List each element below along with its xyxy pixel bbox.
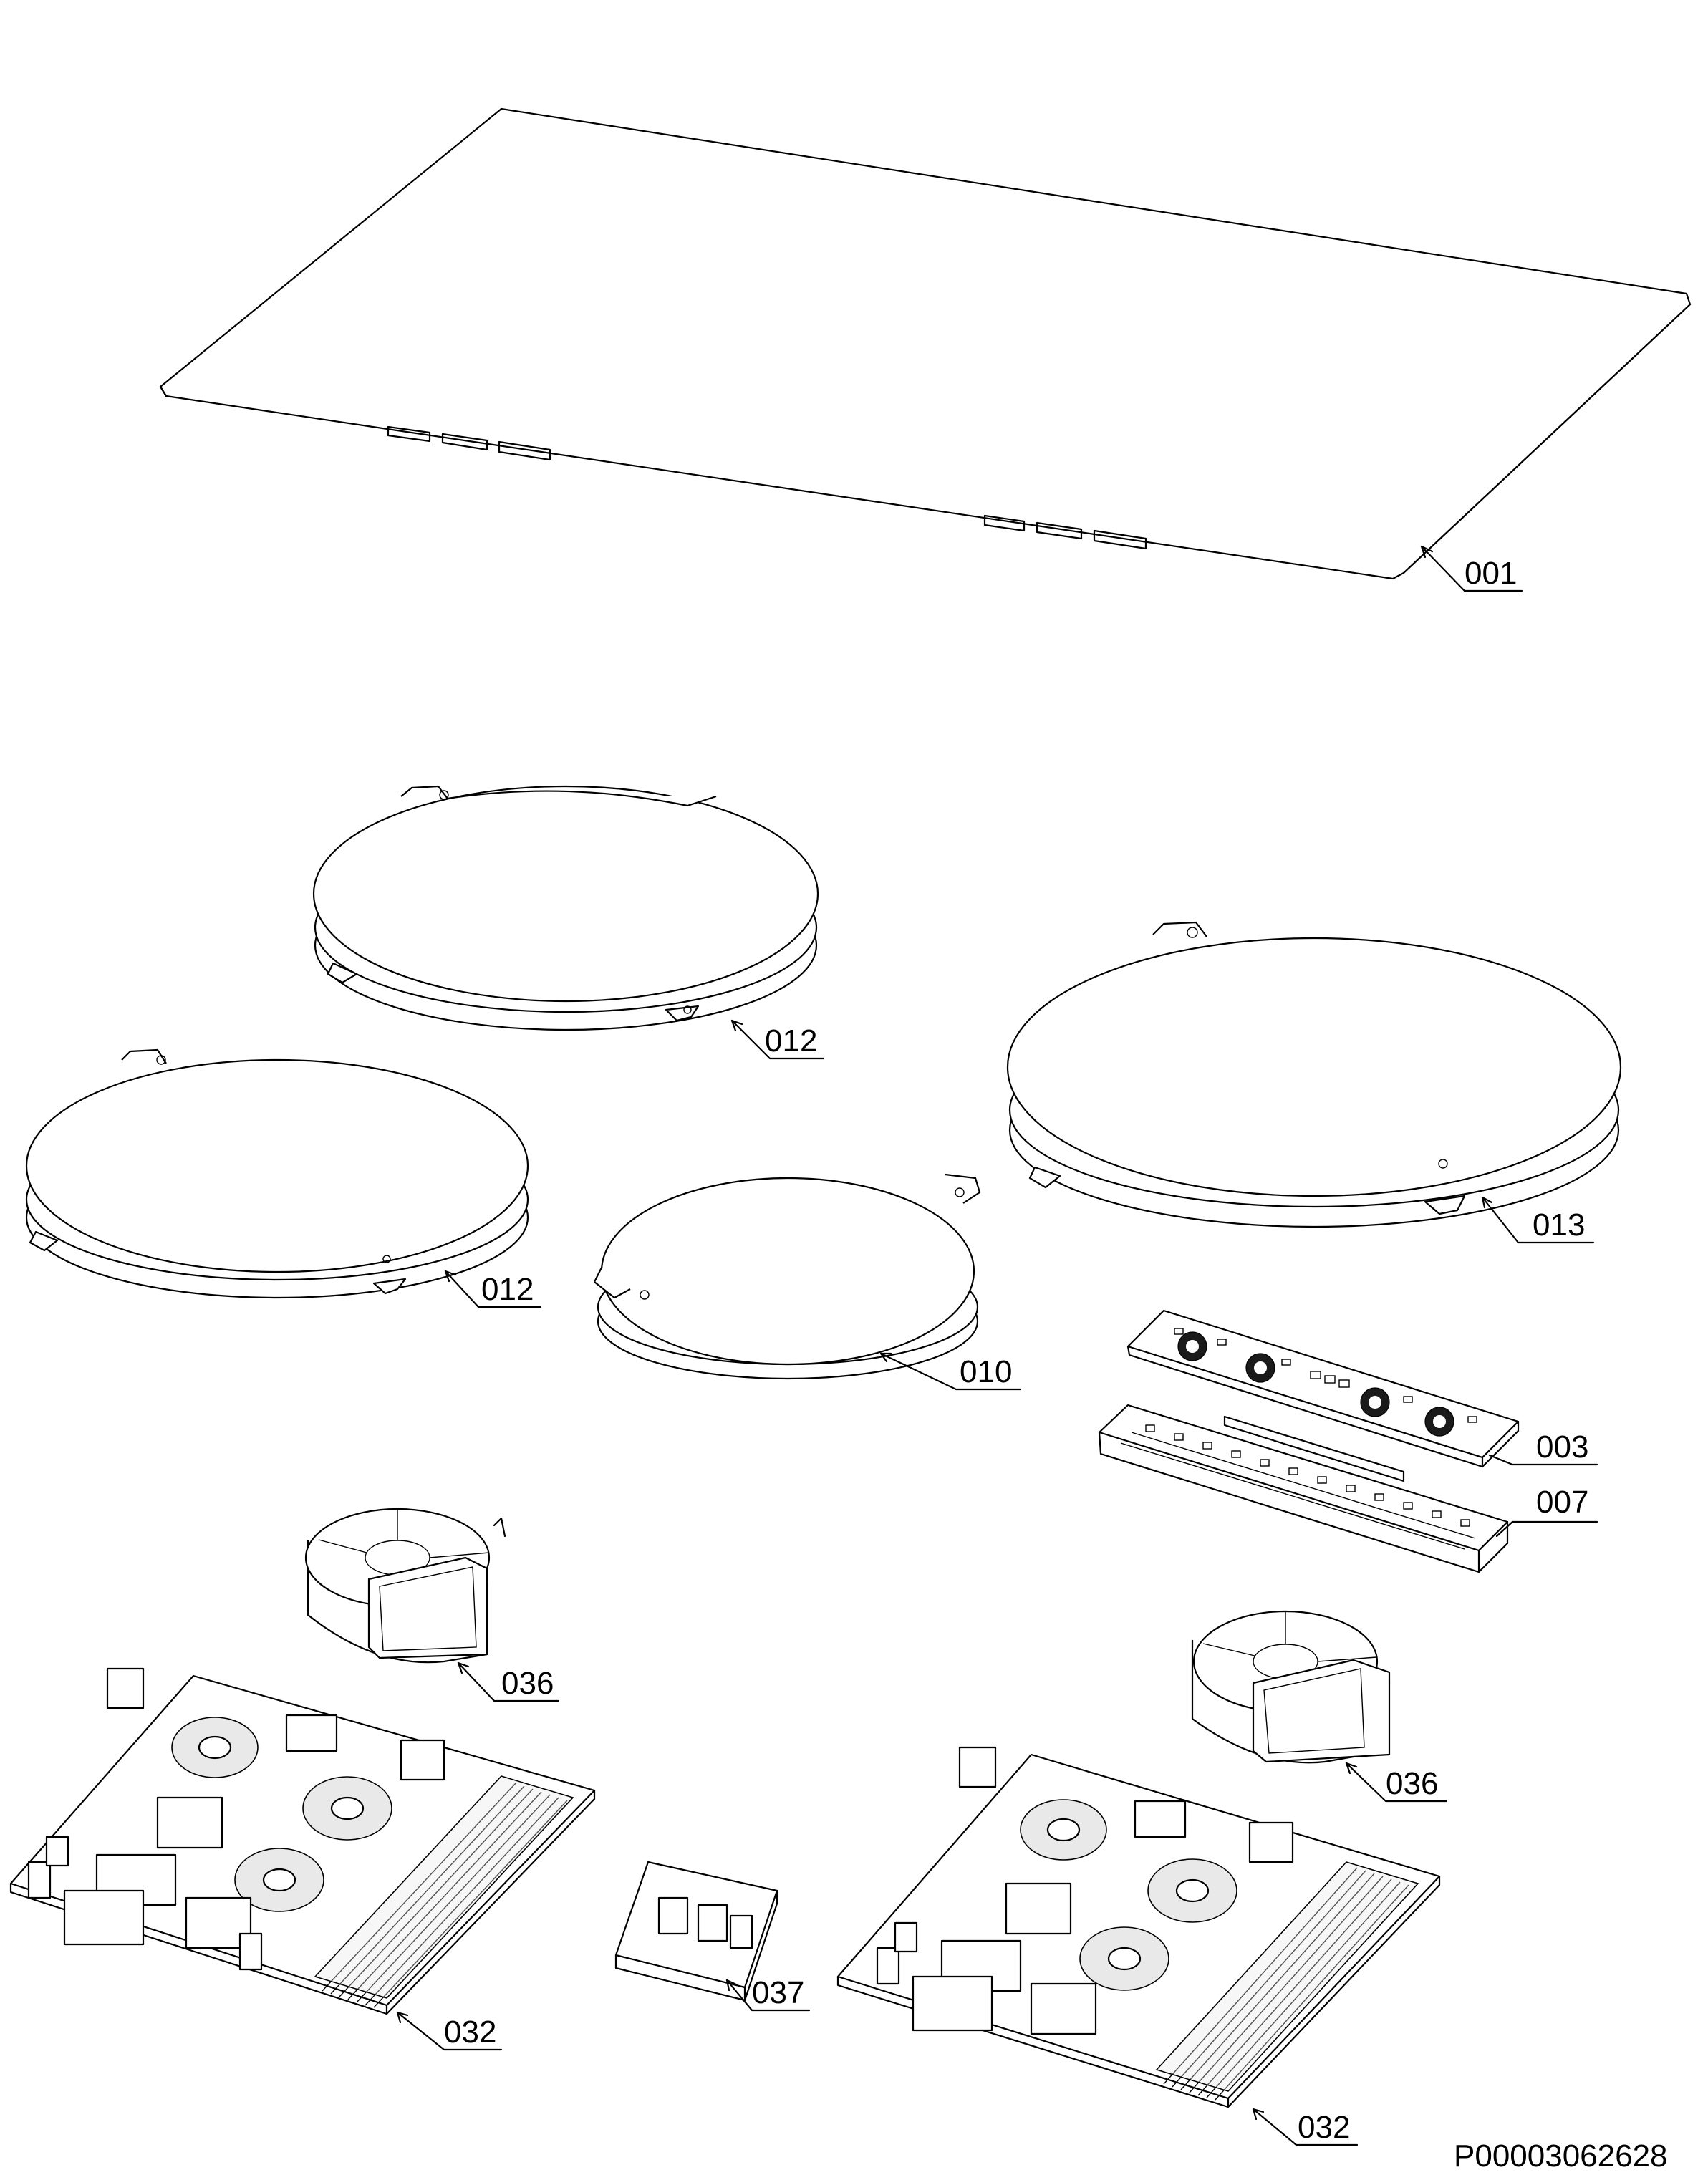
label-012-top: 012 xyxy=(765,1023,817,1058)
cooking-zone-large[interactable] xyxy=(1006,921,1622,1228)
part-labels: 001 012 012 010 013 003 007 036 036 032 … xyxy=(444,556,1668,2174)
label-007: 007 xyxy=(1536,1485,1588,1520)
glass-top-part[interactable] xyxy=(159,107,1692,580)
cooking-zone-top-left[interactable] xyxy=(312,785,819,1031)
label-013: 013 xyxy=(1533,1207,1585,1243)
leader-lines xyxy=(396,545,1598,2146)
power-board-left[interactable] xyxy=(9,1667,596,2015)
label-032-left: 032 xyxy=(444,2015,496,2050)
label-036-right: 036 xyxy=(1386,1766,1438,1801)
cooling-fan-right[interactable] xyxy=(1191,1610,1391,1764)
label-012-mid: 012 xyxy=(481,1272,534,1307)
label-001: 001 xyxy=(1465,556,1517,591)
filter-module[interactable] xyxy=(614,1861,778,2002)
label-037: 037 xyxy=(752,1975,804,2010)
power-board-right[interactable] xyxy=(836,1746,1441,2108)
drawing-code: P00003062628 xyxy=(1454,2138,1668,2174)
cooking-zone-mid-left[interactable] xyxy=(25,1048,529,1299)
touch-holder-frame[interactable] xyxy=(1098,1404,1509,1573)
touch-control-board[interactable] xyxy=(1126,1309,1520,1468)
label-036-left: 036 xyxy=(501,1666,554,1701)
cooling-fan-left[interactable] xyxy=(304,1508,506,1664)
label-003: 003 xyxy=(1536,1429,1588,1465)
label-032-right: 032 xyxy=(1298,2110,1350,2145)
cooking-zone-small[interactable] xyxy=(593,1173,981,1380)
label-010: 010 xyxy=(960,1354,1012,1389)
